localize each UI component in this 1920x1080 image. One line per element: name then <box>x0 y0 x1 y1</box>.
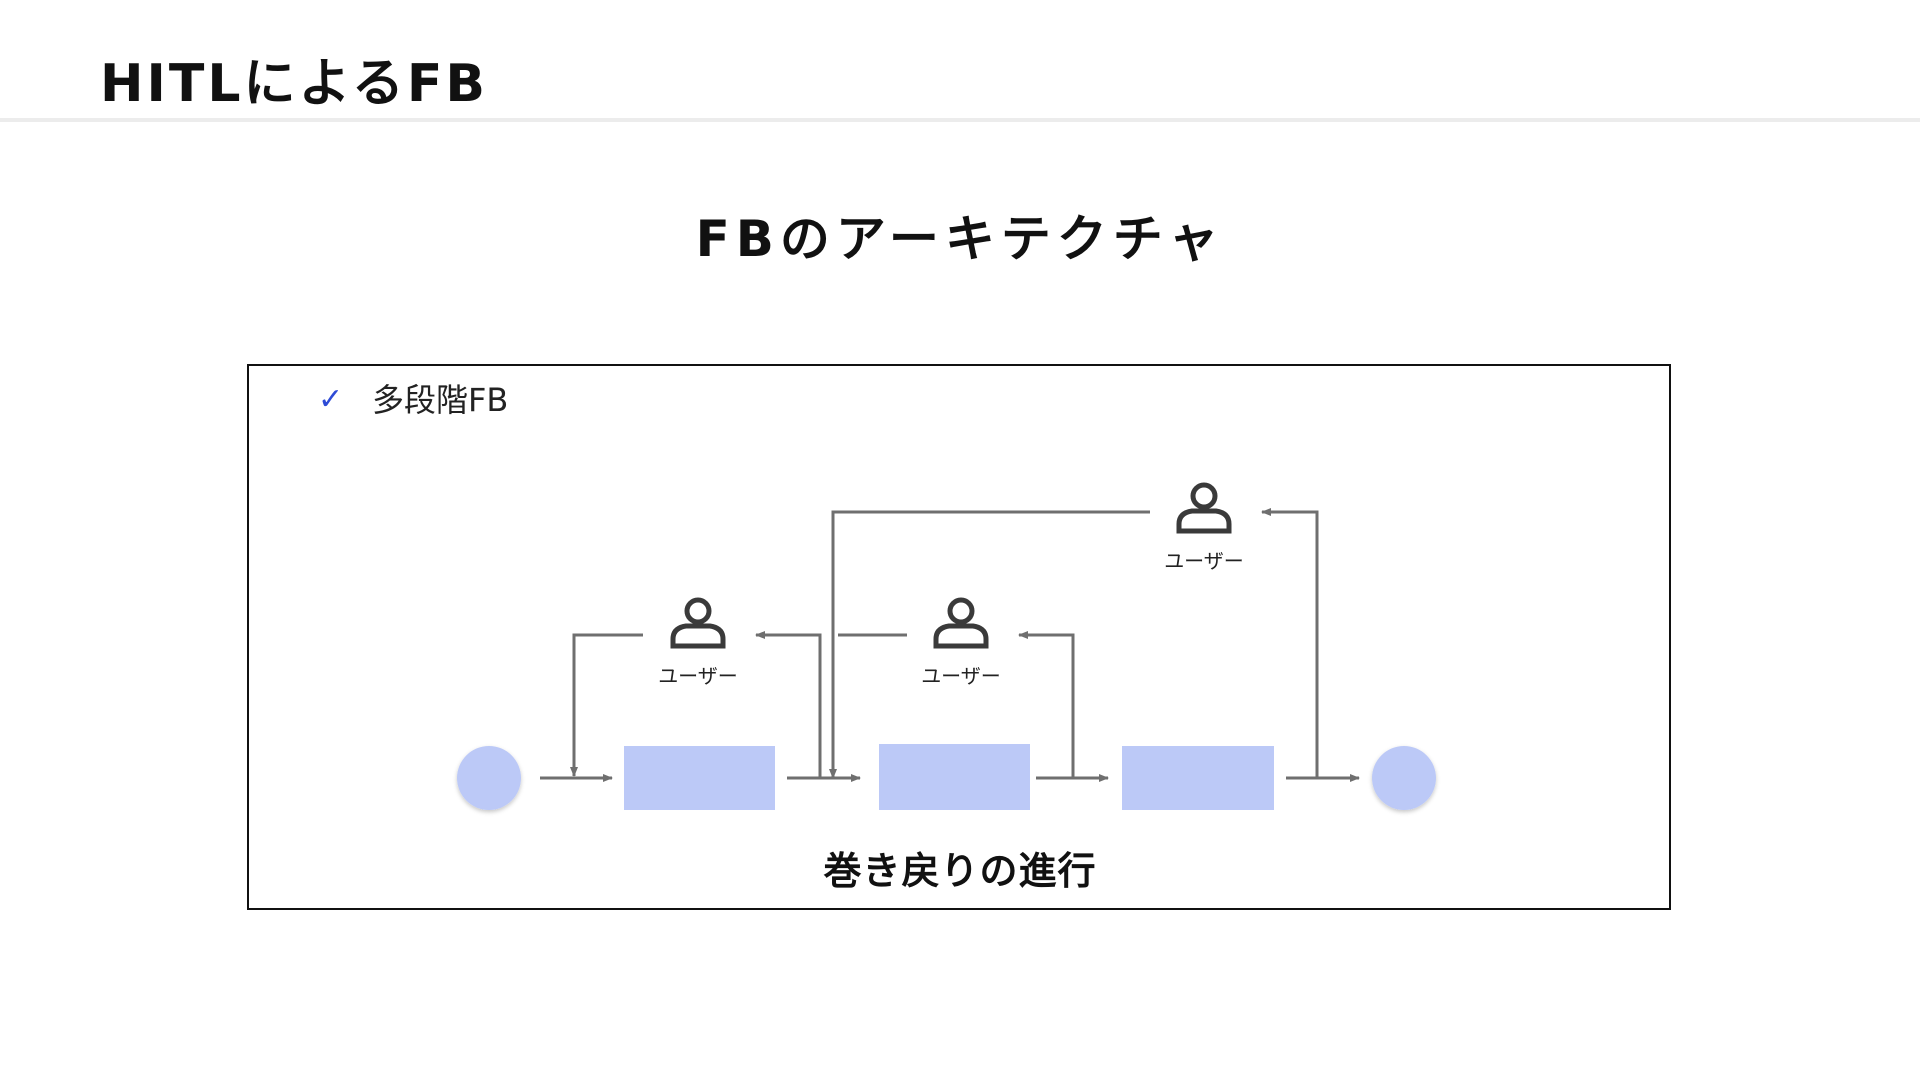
feedback-to-user-2 <box>1018 631 1075 778</box>
step-box-1 <box>624 746 775 810</box>
step-box-2 <box>879 744 1030 810</box>
end-node <box>1372 746 1436 810</box>
bullet-item: ✓ 多段階FB <box>318 378 508 422</box>
user-icon <box>933 597 989 649</box>
header-title: HITLによるFB <box>100 54 489 114</box>
user-label: ユーザー <box>921 664 1001 688</box>
diagram-frame <box>247 364 1671 910</box>
user-label: ユーザー <box>658 664 738 688</box>
feedback-to-user-1 <box>755 631 822 778</box>
feedback-to-user-3 <box>1261 508 1319 778</box>
user-icon <box>670 597 726 649</box>
start-node <box>457 746 521 810</box>
feedback-from-user-1 <box>570 633 643 777</box>
slide-title: FBのアーキテクチャ <box>695 210 1225 268</box>
flow-caption: 巻き戻りの進行 <box>823 849 1097 893</box>
step-box-3 <box>1122 746 1274 810</box>
check-icon: ✓ <box>318 382 344 417</box>
bullet-label: 多段階FB <box>372 381 509 419</box>
header-divider <box>0 118 1920 122</box>
user-label: ユーザー <box>1164 549 1244 573</box>
feedback-from-user-3 <box>829 510 1150 779</box>
user-icon <box>1176 482 1232 534</box>
